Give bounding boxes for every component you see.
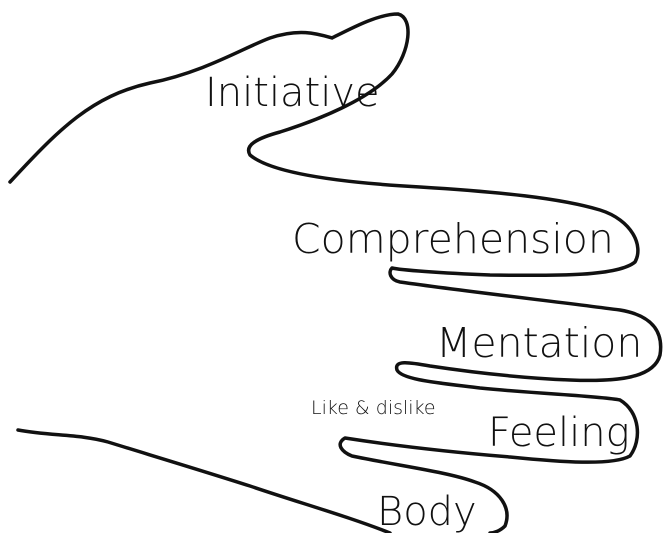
label-body: Body bbox=[377, 489, 477, 533]
label-feeling: Feeling bbox=[488, 410, 630, 456]
label-comprehension: Comprehension bbox=[292, 215, 614, 263]
label-mentation: Mentation bbox=[436, 319, 642, 367]
label-like-dislike: Like & dislike bbox=[311, 397, 436, 419]
palm-edge-outline bbox=[18, 430, 390, 533]
label-initiative: Initiative bbox=[205, 70, 380, 116]
